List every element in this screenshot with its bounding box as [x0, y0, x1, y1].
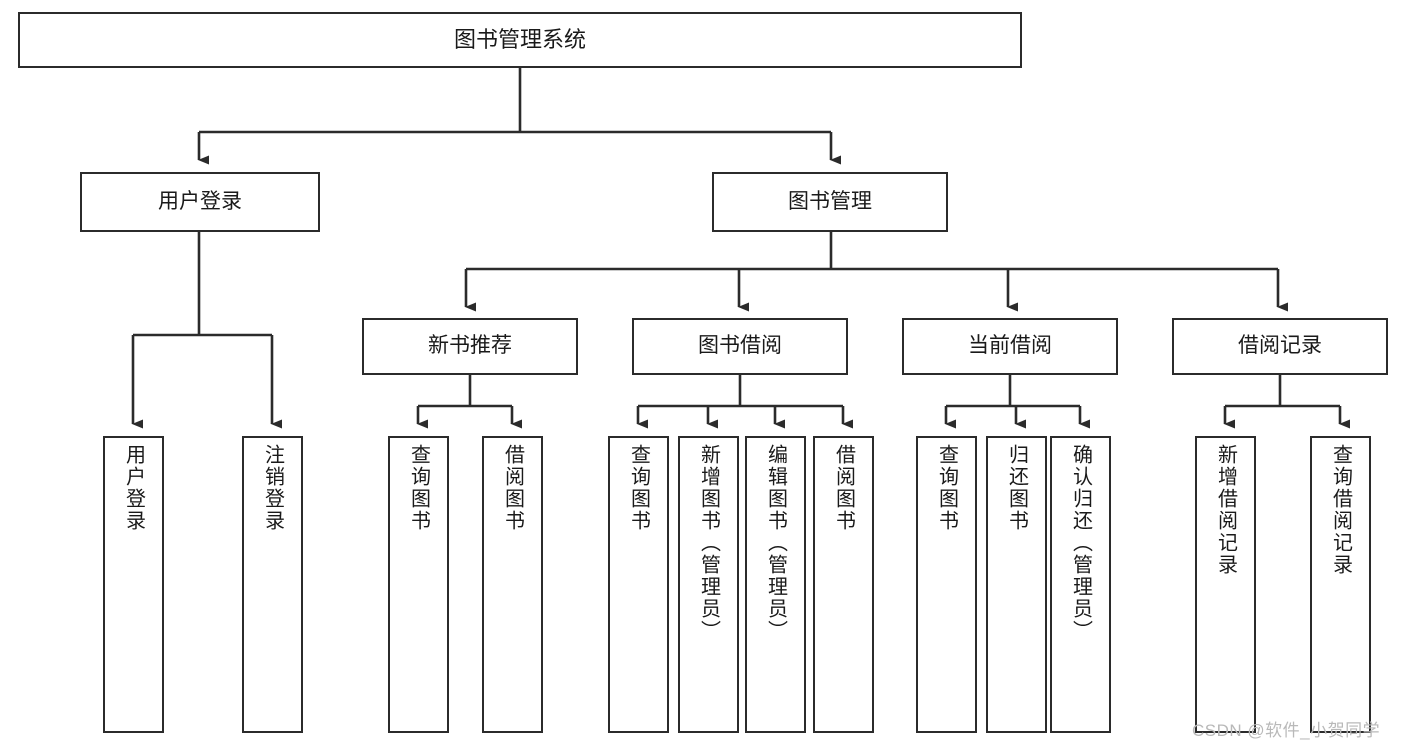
node-book-manage-label: 图书管理: [788, 189, 872, 213]
node-book-borrow[interactable]: 图书借阅: [632, 318, 848, 375]
leaf-borrow-record-0-label: 新增借阅记录: [1214, 444, 1237, 576]
leaf-book-borrow-1-label: 新增图书（管理员）: [697, 444, 720, 642]
node-borrow-record[interactable]: 借阅记录: [1172, 318, 1388, 375]
leaf-user-login-0[interactable]: 用户登录: [103, 436, 164, 733]
leaf-current-borrow-2[interactable]: 确认归还（管理员）: [1050, 436, 1111, 733]
csdn-watermark: CSDN @软件_小贺同学: [1192, 721, 1381, 740]
node-user-login-label: 用户登录: [158, 189, 242, 213]
leaf-new-book-recommend-1[interactable]: 借阅图书: [482, 436, 543, 733]
leaf-current-borrow-0-label: 查询图书: [935, 444, 958, 532]
leaf-new-book-recommend-1-label: 借阅图书: [501, 444, 524, 532]
leaf-borrow-record-1[interactable]: 查询借阅记录: [1310, 436, 1371, 733]
leaf-borrow-record-1-label: 查询借阅记录: [1329, 444, 1352, 576]
leaf-borrow-record-0[interactable]: 新增借阅记录: [1195, 436, 1256, 733]
leaf-book-borrow-1[interactable]: 新增图书（管理员）: [678, 436, 739, 733]
node-user-login[interactable]: 用户登录: [80, 172, 320, 232]
node-root-system[interactable]: 图书管理系统: [18, 12, 1022, 68]
leaf-current-borrow-1[interactable]: 归还图书: [986, 436, 1047, 733]
leaf-current-borrow-0[interactable]: 查询图书: [916, 436, 977, 733]
node-root-system-label: 图书管理系统: [453, 27, 586, 53]
node-book-manage[interactable]: 图书管理: [712, 172, 948, 232]
node-borrow-record-label: 借阅记录: [1238, 334, 1322, 358]
leaf-book-borrow-0-label: 查询图书: [627, 444, 650, 532]
leaf-book-borrow-0[interactable]: 查询图书: [608, 436, 669, 733]
node-book-borrow-label: 图书借阅: [698, 334, 782, 358]
leaf-user-login-1-label: 注销登录: [261, 444, 284, 532]
leaf-current-borrow-2-label: 确认归还（管理员）: [1069, 444, 1092, 642]
leaf-book-borrow-3-label: 借阅图书: [832, 444, 855, 532]
leaf-book-borrow-3[interactable]: 借阅图书: [813, 436, 874, 733]
node-current-borrow-label: 当前借阅: [968, 334, 1052, 358]
leaf-user-login-0-label: 用户登录: [122, 444, 145, 532]
leaf-new-book-recommend-0[interactable]: 查询图书: [388, 436, 449, 733]
leaf-book-borrow-2[interactable]: 编辑图书（管理员）: [745, 436, 806, 733]
node-current-borrow[interactable]: 当前借阅: [902, 318, 1118, 375]
leaf-new-book-recommend-0-label: 查询图书: [407, 444, 430, 532]
leaf-user-login-1[interactable]: 注销登录: [242, 436, 303, 733]
leaf-book-borrow-2-label: 编辑图书（管理员）: [764, 444, 787, 642]
node-new-book-recommend-label: 新书推荐: [428, 334, 512, 358]
node-new-book-recommend[interactable]: 新书推荐: [362, 318, 578, 375]
leaf-current-borrow-1-label: 归还图书: [1005, 444, 1028, 532]
